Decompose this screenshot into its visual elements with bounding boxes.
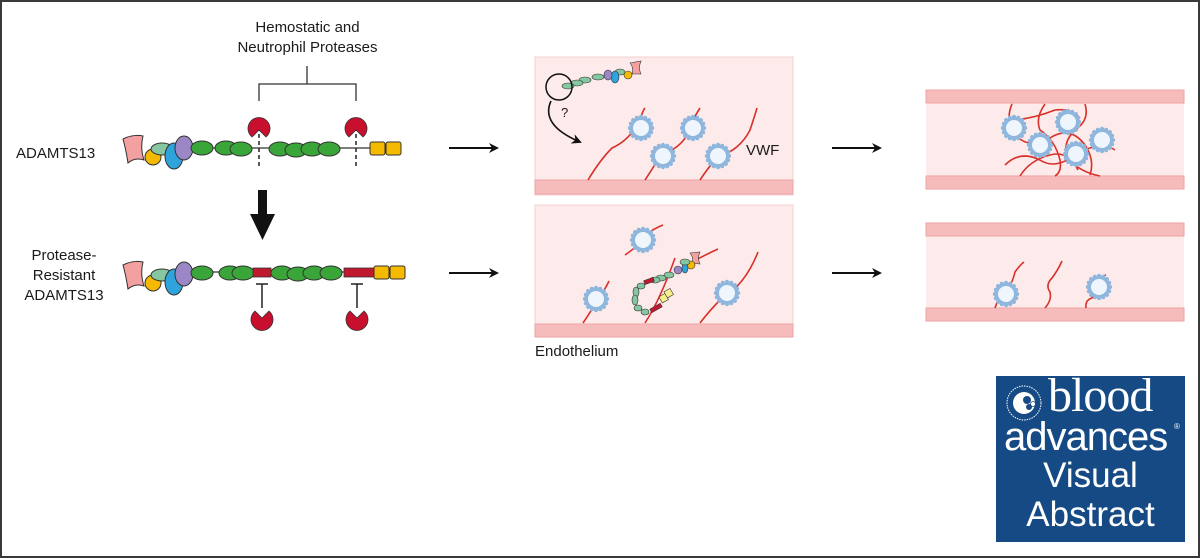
platelet-icon xyxy=(1026,131,1054,159)
vwf-label: VWF xyxy=(746,142,780,159)
adamts13-bound xyxy=(631,251,701,316)
platelet-icon xyxy=(992,280,1020,308)
platelet-icon xyxy=(1000,114,1028,142)
inhibition-mark-1 xyxy=(256,283,268,308)
vessel-wall xyxy=(925,222,1185,237)
platelet-icon xyxy=(679,114,707,142)
cleavage-circle xyxy=(545,73,573,101)
platelet-icon xyxy=(1085,273,1113,301)
logo-advances-text: advances xyxy=(1004,415,1168,459)
platelet-icon xyxy=(1054,108,1082,136)
tsp1-repeats xyxy=(190,140,341,158)
vessel-wall xyxy=(925,307,1185,322)
adamts13-molecule xyxy=(122,66,402,170)
endothelium-label: Endothelium xyxy=(535,343,619,360)
platelet-icon xyxy=(629,226,657,254)
platelet-icon xyxy=(582,285,610,313)
resistant-site-1 xyxy=(252,267,272,278)
vessel-wall xyxy=(534,323,794,338)
ash-seal-icon xyxy=(1006,385,1042,421)
resistant-label-line3: ADAMTS13 xyxy=(24,287,104,304)
purple-domain xyxy=(174,135,194,161)
pink-domain xyxy=(122,134,145,164)
adamts13-small xyxy=(561,60,642,90)
logo-blood-text: blood xyxy=(1048,369,1153,422)
resistant-label-line1: Protease- xyxy=(31,247,97,264)
protease-icon xyxy=(345,310,369,331)
platelet-icon xyxy=(713,279,741,307)
blood-advances-logo: blood advances ® Visual Abstract xyxy=(996,370,1185,542)
protease-icon xyxy=(250,310,274,331)
protease-bracket xyxy=(258,66,357,101)
resistant-adamts13-molecule xyxy=(122,260,406,331)
proteases-title: Hemostatic and Neutrophil Proteases xyxy=(230,18,385,58)
inhibition-mark-2 xyxy=(351,283,363,308)
logo-registered-mark: ® xyxy=(1174,422,1180,431)
platelet-icon xyxy=(1088,126,1116,154)
platelet-icon xyxy=(627,114,655,142)
adamts13-label: ADAMTS13 xyxy=(16,145,96,162)
curved-arrow-icon xyxy=(547,100,582,144)
panel-resistant-binding xyxy=(534,204,794,338)
resistant-label-line2: Resistant xyxy=(32,267,96,284)
logo-abstract-text: Abstract xyxy=(1026,495,1155,534)
platelet-icon xyxy=(704,142,732,170)
vessel-wall xyxy=(925,89,1185,104)
cub-domains xyxy=(369,141,402,156)
resistant-adamts13-label: Protease- Resistant ADAMTS13 xyxy=(14,246,114,306)
platelet-icon xyxy=(1062,140,1090,168)
panel-cleaved-vwf xyxy=(925,222,1185,322)
platelet-icon xyxy=(649,142,677,170)
vessel-wall xyxy=(534,179,794,195)
proteases-title-line1: Hemostatic and xyxy=(255,19,360,36)
resistant-site-2 xyxy=(343,267,375,278)
logo-visual-text: Visual xyxy=(1043,456,1138,495)
down-arrow-icon xyxy=(250,190,275,240)
question-mark-label: ? xyxy=(561,105,569,120)
panel-thrombus xyxy=(925,89,1185,190)
proteases-title-line2: Neutrophil Proteases xyxy=(237,39,378,56)
panel-vwf-cleavage xyxy=(534,56,794,196)
vessel-wall xyxy=(925,175,1185,190)
